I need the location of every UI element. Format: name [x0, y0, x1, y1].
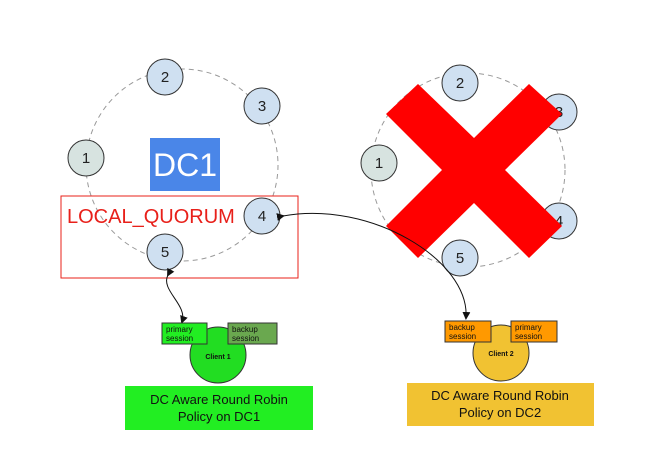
dc1-node-4-label: 4	[258, 208, 266, 225]
dc2-node-5-label: 5	[456, 250, 464, 267]
dc1-node-4: 4	[243, 197, 281, 235]
client2-backup-line1: backup	[449, 323, 475, 332]
dc1-node-1: 1	[67, 139, 105, 177]
dc2-ring	[370, 72, 566, 268]
client1-policy-line1: DC Aware Round Robin	[150, 392, 288, 407]
dc2-node-2-label: 2	[456, 75, 464, 92]
dc2-node-4-label: 4	[555, 213, 563, 230]
dc1-node-3-label: 3	[258, 98, 266, 115]
client2-policy-line2: Policy on DC2	[459, 405, 541, 420]
client2-backup-session	[444, 320, 492, 343]
client1-backup-session	[227, 322, 278, 345]
dc2-node-1: 1	[360, 144, 398, 182]
dc1-node-5-label: 5	[161, 244, 169, 261]
dc1-node-1-label: 1	[82, 150, 90, 167]
client1-policy-line2: Policy on DC1	[178, 409, 260, 424]
client2-label: Client 2	[488, 351, 513, 358]
client1-link-arrow	[166, 267, 188, 324]
client2-primary-line2: session	[515, 332, 542, 341]
client2-primary-session	[510, 320, 558, 343]
dc1-node-5: 5	[146, 233, 184, 271]
client2-policy-box	[407, 383, 594, 426]
client1-backup-line1: backup	[232, 325, 258, 334]
client2-backup-line2: session	[449, 332, 476, 341]
client2: Client 2 backup session primary session	[444, 320, 558, 382]
dc1-node-2: 2	[146, 58, 184, 96]
client2-primary-line1: primary	[515, 323, 542, 332]
client2-link-arrow	[276, 212, 471, 320]
dc2-node-1-label: 1	[375, 155, 383, 172]
dc1-node-2-label: 2	[161, 69, 169, 86]
dc1-label-box	[150, 138, 220, 191]
dc2-node-2: 2	[441, 64, 479, 102]
local-quorum-label: LOCAL_QUORUM	[67, 206, 235, 228]
client1-primary-session	[161, 322, 208, 345]
client1-primary-line1: primary	[166, 325, 193, 334]
client1-backup-line2: session	[232, 334, 259, 343]
client2-policy-line1: DC Aware Round Robin	[431, 388, 569, 403]
dc1-label: DC1	[153, 147, 217, 183]
dc2-failure-cross	[386, 84, 562, 258]
dc1-node-3: 3	[243, 87, 281, 125]
client1-primary-line2: session	[166, 334, 193, 343]
client1-label: Client 1	[205, 354, 230, 361]
client1: Client 1 primary session backup session	[161, 322, 278, 384]
client1-policy-box	[125, 386, 313, 430]
